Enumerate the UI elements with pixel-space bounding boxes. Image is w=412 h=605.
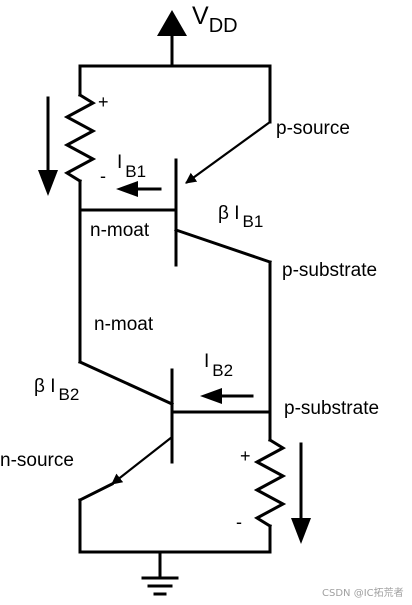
vdd-supply-arrow	[157, 10, 187, 68]
minus-sign-bottom: -	[236, 512, 242, 532]
n-moat-resistor	[63, 64, 97, 212]
n-source-label: n-source	[0, 450, 74, 471]
vdd-label: VDD	[192, 2, 238, 37]
ib2-arrow	[200, 388, 254, 404]
n-moat-top-label: n-moat	[90, 220, 150, 241]
plus-sign-top: +	[98, 92, 109, 112]
plus-sign-bottom: +	[240, 446, 251, 466]
npn-collector	[78, 360, 174, 406]
n-source-emitter	[111, 436, 173, 485]
n-source-wire	[77, 481, 115, 503]
right-current-arrow	[291, 442, 311, 544]
minus-sign-top: -	[100, 166, 106, 186]
left-current-arrow	[38, 96, 58, 196]
pnp-collector	[174, 228, 272, 264]
ib1-arrow	[116, 181, 162, 197]
p-source-label: p-source	[276, 118, 350, 139]
ground-symbol	[141, 550, 179, 596]
p-substrate-top-label: p-substrate	[282, 260, 377, 281]
n-moat-mid-label: n-moat	[94, 314, 154, 335]
p-source-emitter	[185, 121, 271, 184]
p-substrate-bottom-label: p-substrate	[284, 398, 379, 419]
watermark: CSDN @IC拓荒者	[322, 587, 404, 599]
p-substrate-resistor	[253, 410, 287, 554]
